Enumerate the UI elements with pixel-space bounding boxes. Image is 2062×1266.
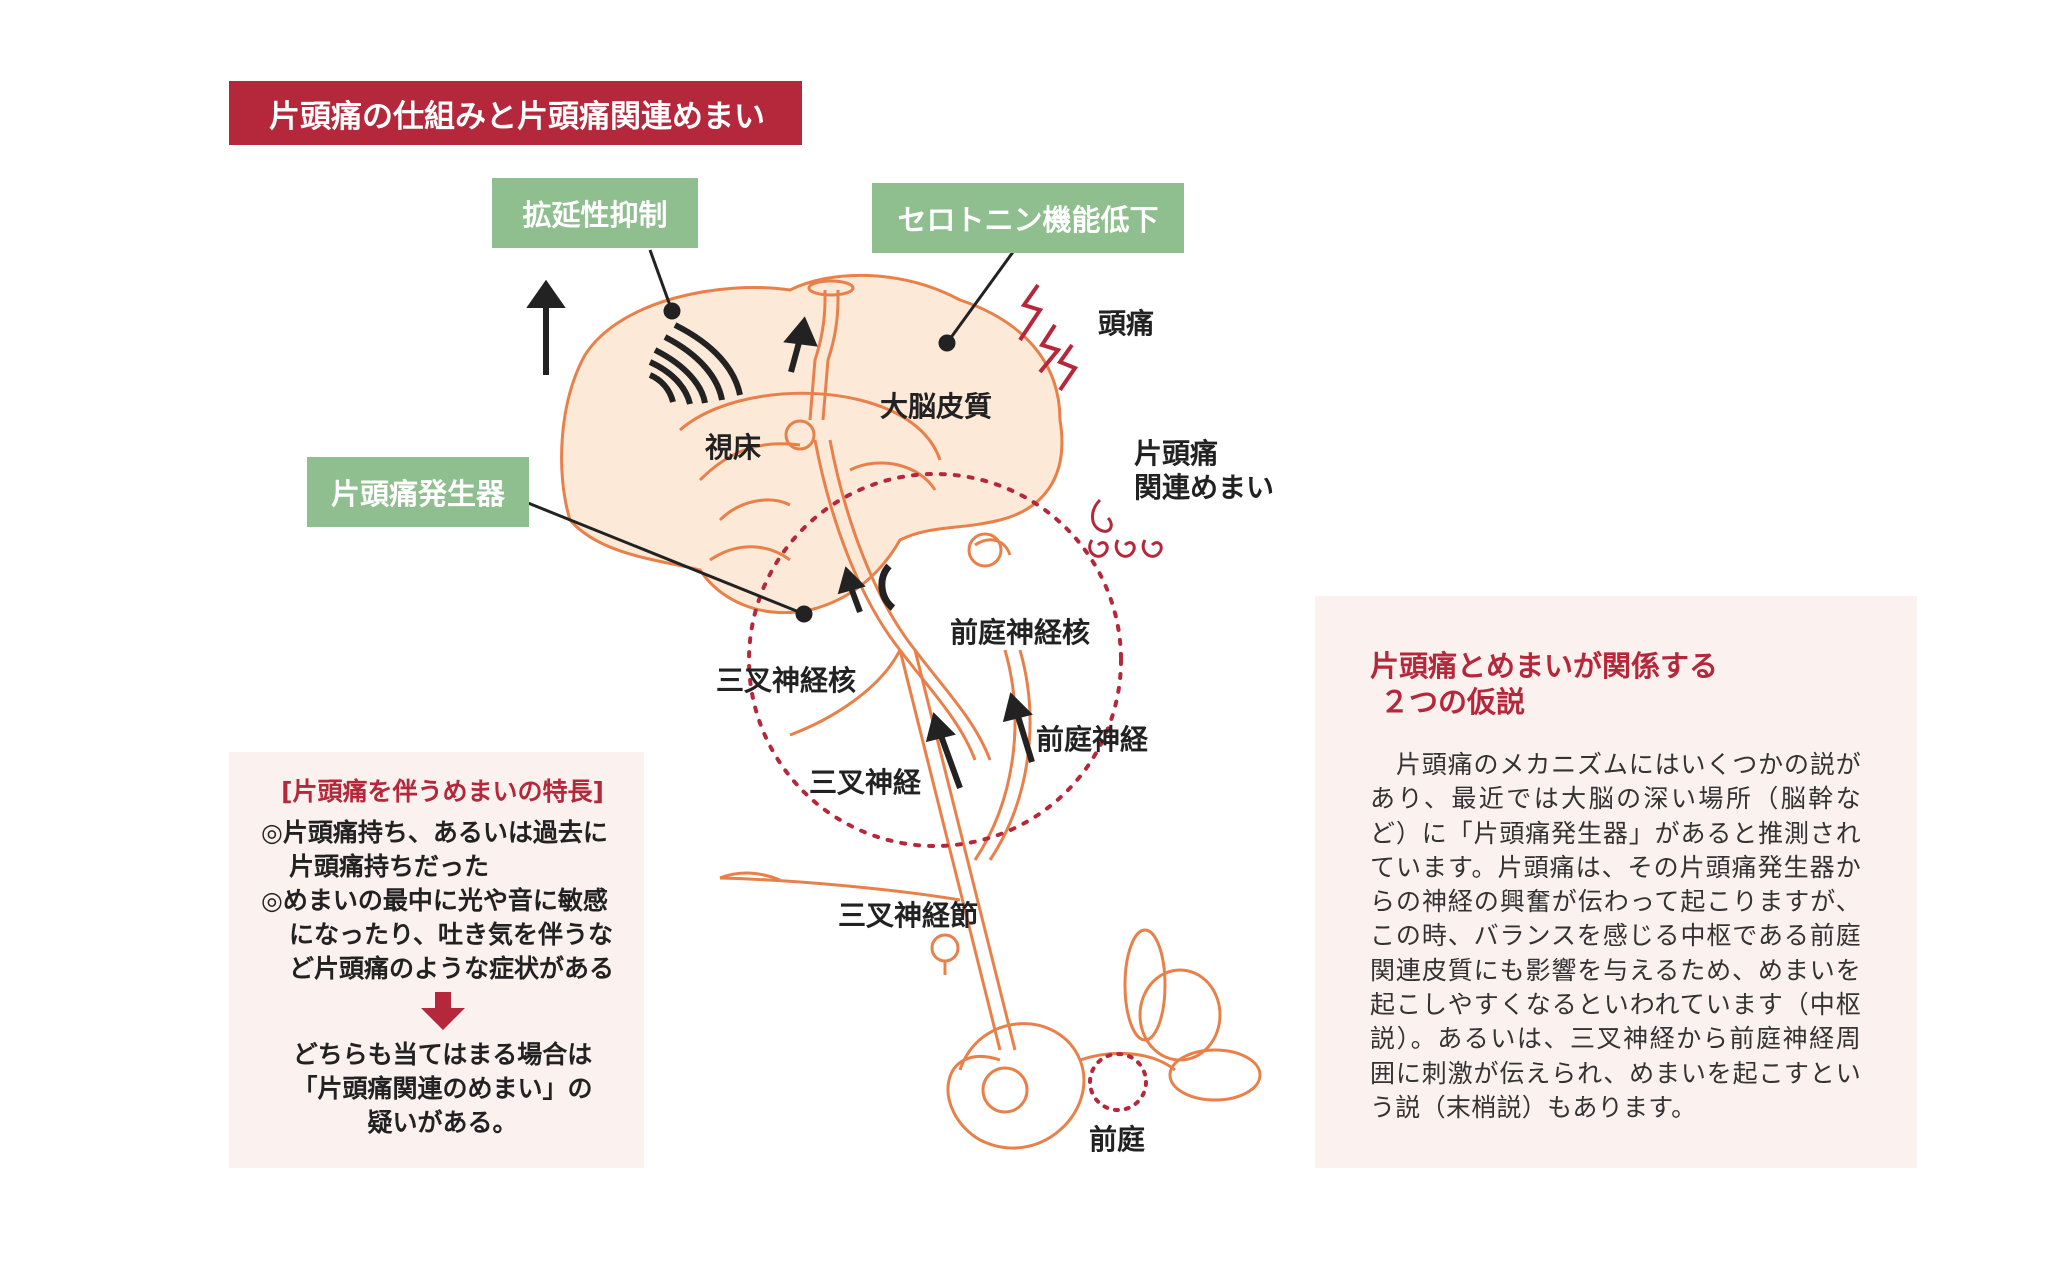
vestibular-nucleus-label: 前庭神経核 xyxy=(950,616,1091,649)
conclusion-line3: 疑いがある。 xyxy=(367,1108,518,1137)
mav-label-line2: 関連めまい xyxy=(1134,471,1275,504)
hypothesis-heading-line2: ２つの仮説 xyxy=(1380,685,1526,719)
features-heading: [片頭痛を伴うめまいの特長] xyxy=(281,777,604,806)
serotonin-label: セロトニン機能低下 xyxy=(872,183,1184,253)
trigeminal-ganglion-label: 三叉神経節 xyxy=(838,899,979,932)
brainstem-region-circle xyxy=(747,472,1123,848)
features-panel: [片頭痛を伴うめまいの特長] ◎片頭痛持ち、あるいは過去に片頭痛持ちだった ◎め… xyxy=(229,752,644,1168)
trigeminal-nucleus-label: 三叉神経核 xyxy=(716,664,857,697)
vestibular-nerve-label: 前庭神経 xyxy=(1036,723,1149,756)
trigeminal-nerve-label: 三叉神経 xyxy=(809,766,922,799)
thalamus-label: 視床 xyxy=(705,431,762,464)
diagram-title: 片頭痛の仕組みと片頭痛関連めまい xyxy=(229,81,802,145)
hypothesis-heading-line1: 片頭痛とめまいが関係する xyxy=(1370,649,1719,683)
vestibule-label: 前庭 xyxy=(1089,1123,1146,1156)
mav-label-line1: 片頭痛 xyxy=(1134,437,1219,470)
feature-item: ◎めまいの最中に光や音に敏感になったり、吐き気を伴うなど片頭痛のような症状がある xyxy=(261,886,615,983)
migraine-generator-label: 片頭痛発生器 xyxy=(307,457,529,527)
down-arrow-icon xyxy=(420,992,465,1030)
hypothesis-body: 片頭痛のメカニズムにはいくつかの説があり、最近では大脳の深い場所（脳幹など）に「… xyxy=(1370,750,1861,1122)
conclusion-line2: 「片頭痛関連のめまい」の xyxy=(292,1074,593,1103)
hypothesis-panel: 片頭痛とめまいが関係する ２つの仮説 片頭痛のメカニズムにはいくつかの説があり、… xyxy=(1315,596,1917,1168)
conclusion-line1: どちらも当てはまる場合は xyxy=(292,1040,593,1069)
spreading-depression-label: 拡延性抑制 xyxy=(492,178,698,248)
vestibule-region-circle xyxy=(1088,1052,1148,1112)
headache-label: 頭痛 xyxy=(1098,307,1155,340)
feature-item: ◎片頭痛持ち、あるいは過去に片頭痛持ちだった xyxy=(261,818,608,881)
cortex-label: 大脳皮質 xyxy=(880,390,993,423)
